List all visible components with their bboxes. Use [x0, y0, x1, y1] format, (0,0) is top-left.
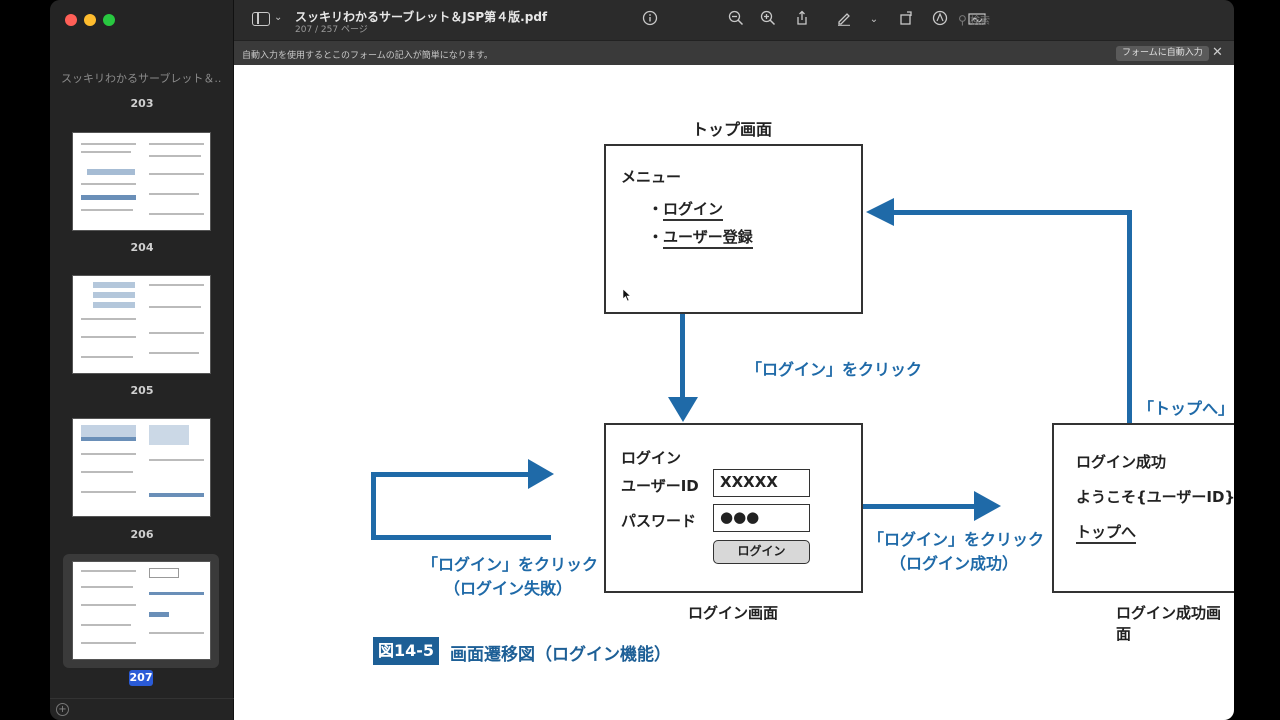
arrow-top-to-login [680, 313, 685, 398]
figure-number-badge: 図14-5 [373, 637, 439, 665]
fail-label-line1: 「ログイン」をクリック [422, 555, 599, 574]
mouse-cursor-icon [622, 288, 632, 302]
login-box-title: ログイン [621, 449, 682, 467]
page-number-204: 204 [130, 241, 154, 254]
sidebar-toggle-icon[interactable] [252, 12, 270, 26]
close-icon[interactable]: ✕ [1212, 45, 1223, 60]
search-field[interactable]: ⚲ 検索 [958, 12, 990, 27]
menu-item-register: ・ユーザー登録 [648, 226, 753, 249]
arrow-login-to-success [814, 504, 974, 509]
login-screen-box: ログイン ユーザーID XXXXX パスワード ●●● ログイン [604, 423, 863, 593]
current-page-badge: 207 [129, 670, 153, 686]
login-button-drawing: ログイン [713, 540, 810, 564]
menu-link-register: ユーザー登録 [663, 228, 753, 249]
add-icon[interactable]: + [56, 703, 69, 716]
preview-window: スッキリわかるサーブレット＆... 203 204 [50, 0, 1234, 720]
annotate-icon[interactable] [930, 10, 950, 30]
user-id-label: ユーザーID [621, 477, 699, 495]
menu-link-login: ログイン [663, 200, 724, 221]
search-icon: ⚲ [958, 13, 967, 27]
arrow-fail-bottom [371, 535, 551, 540]
success-screen-title: ログイン成功画面 [1116, 604, 1222, 643]
page-thumbnail-206[interactable] [72, 418, 211, 517]
autofill-message: 自動入力を使用するとこのフォームの記入が簡単になります。 [242, 51, 493, 61]
signature-icon[interactable] [968, 10, 988, 30]
toolbar: ⌄ スッキリわかるサーブレット＆JSP第４版.pdf 207 / 257 ページ… [234, 0, 1234, 40]
zoom-out-icon[interactable] [726, 10, 746, 30]
to-top-link: トップへ [1076, 523, 1137, 544]
success-screen-box: ログイン成功 ようこそ{ユーザーID}さん トップへ [1052, 423, 1234, 593]
chevron-down-icon[interactable]: ⌄ [274, 12, 283, 23]
arrow-to-top-horizontal [884, 210, 1132, 215]
arrowhead-down [668, 397, 698, 422]
success-box-title: ログイン成功 [1076, 453, 1167, 471]
share-icon[interactable] [792, 10, 812, 30]
diagram-arrows [371, 198, 1132, 540]
minimize-window-button[interactable] [84, 14, 96, 26]
page-thumbnail-204[interactable] [72, 132, 211, 231]
page-number-203: 203 [130, 97, 154, 110]
markup-pen-icon[interactable] [834, 10, 854, 30]
sidebar-footer: + [50, 698, 234, 720]
password-field: ●●● [713, 504, 810, 532]
sidebar-doc-title: スッキリわかるサーブレット＆... [61, 72, 221, 85]
top-screen-box: メニュー ・ログイン ・ユーザー登録 [604, 144, 863, 314]
rotate-icon[interactable] [896, 10, 916, 30]
document-title: スッキリわかるサーブレット＆JSP第４版.pdf [295, 10, 548, 24]
autofill-button[interactable]: フォームに自動入力 [1116, 46, 1209, 61]
user-id-field: XXXXX [713, 469, 810, 497]
zoom-in-icon[interactable] [758, 10, 778, 30]
arrowhead-right [974, 491, 1001, 521]
menu-label: メニュー [621, 168, 682, 186]
window-controls [65, 14, 115, 26]
fail-label-line2: （ログイン失敗） [444, 579, 573, 598]
autofill-bar: 自動入力を使用するとこのフォームの記入が簡単になります。 フォームに自動入力 ✕ [234, 40, 1234, 65]
arrowhead-fail [528, 459, 554, 489]
page-thumbnail-207[interactable] [72, 561, 211, 660]
success-label-line2: （ログイン成功） [890, 554, 1019, 573]
click-top-label: 「トップへ」をクリ [1138, 399, 1234, 418]
password-label: パスワード [621, 512, 697, 530]
arrow-fail-left [371, 472, 376, 540]
click-login-label: 「ログイン」をクリック [746, 360, 923, 379]
login-screen-title: ログイン画面 [688, 604, 779, 622]
menu-item-login: ・ログイン [648, 198, 724, 221]
welcome-text: ようこそ{ユーザーID}さん [1076, 488, 1234, 506]
zoom-window-button[interactable] [103, 14, 115, 26]
info-icon[interactable] [640, 10, 660, 30]
top-screen-title: トップ画面 [692, 120, 773, 139]
figure-caption: 画面遷移図（ログイン機能） [450, 645, 671, 665]
bullet: ・ [648, 200, 664, 218]
page-number-206: 206 [130, 528, 154, 541]
page-thumbnail-205[interactable] [72, 275, 211, 374]
arrow-fail-top [371, 472, 531, 477]
page-info: 207 / 257 ページ [295, 25, 368, 35]
bullet: ・ [648, 228, 664, 246]
to-top-item: トップへ [1076, 521, 1137, 544]
arrowhead-left [866, 198, 894, 226]
close-window-button[interactable] [65, 14, 77, 26]
arrow-success-up [1127, 210, 1132, 423]
pdf-page: トップ画面 メニュー ・ログイン ・ユーザー登録 「ログイン」をクリック 「トッ… [234, 65, 1234, 720]
success-label-line1: 「ログイン」をクリック [868, 530, 1045, 549]
chevron-down-icon[interactable]: ⌄ [869, 14, 879, 25]
thumbnail-sidebar: スッキリわかるサーブレット＆... 203 204 [50, 0, 234, 720]
page-number-205: 205 [130, 384, 154, 397]
search-placeholder: 検索 [969, 16, 990, 27]
